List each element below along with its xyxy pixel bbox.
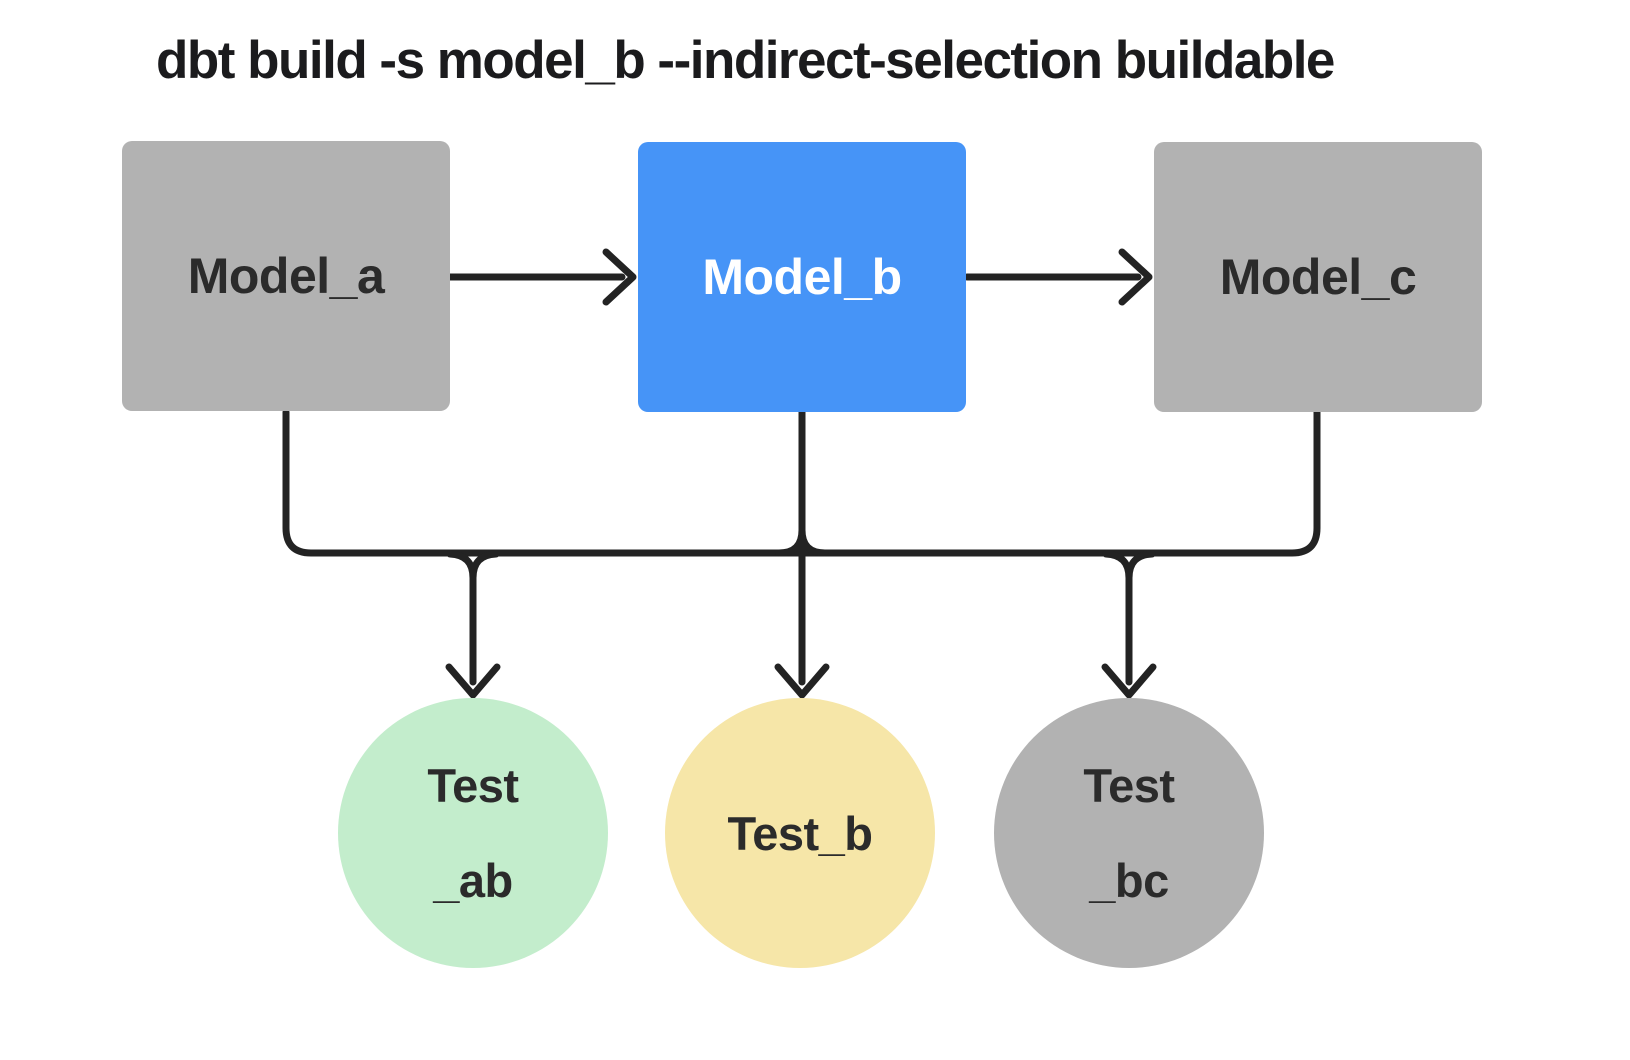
node-model-b-label: Model_b xyxy=(702,249,902,305)
node-model-a-label: Model_a xyxy=(187,248,385,304)
node-test-b-label: Test_b xyxy=(727,806,874,860)
node-test-ab-label-line2: _ab xyxy=(433,854,513,907)
diagram-title: dbt build -s model_b --indirect-selectio… xyxy=(156,31,1335,90)
edge-model-b-drop xyxy=(774,408,830,699)
node-model-b: Model_b xyxy=(638,142,966,412)
node-model-c-label: Model_c xyxy=(1219,249,1417,305)
edge-drop-test-bc xyxy=(1101,550,1157,699)
node-model-a: Model_a xyxy=(122,141,450,411)
edge-model-a-to-model-b xyxy=(446,248,637,306)
node-test-ab: Test _ab xyxy=(338,698,608,968)
node-test-bc: Test _bc xyxy=(994,698,1264,968)
node-model-c: Model_c xyxy=(1154,142,1482,412)
node-test-bc-label-line2: _bc xyxy=(1089,854,1169,907)
node-test-bc-label-line1: Test xyxy=(1083,759,1175,812)
node-test-b: Test_b xyxy=(665,698,935,968)
edge-drop-test-ab xyxy=(445,550,501,699)
node-test-ab-label-line1: Test xyxy=(427,759,519,812)
edge-model-b-to-model-c xyxy=(963,248,1153,306)
